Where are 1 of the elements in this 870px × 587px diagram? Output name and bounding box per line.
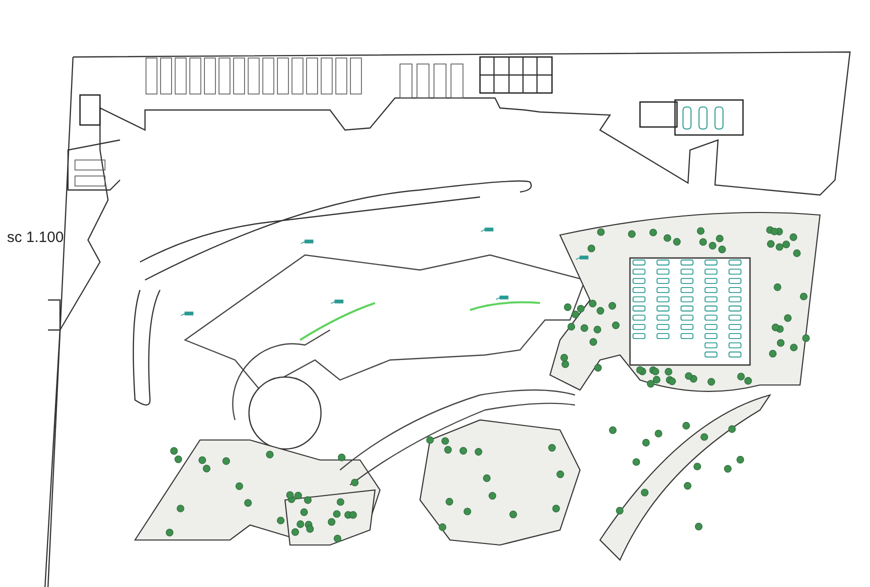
scale-note: sc 1.100	[7, 229, 64, 246]
